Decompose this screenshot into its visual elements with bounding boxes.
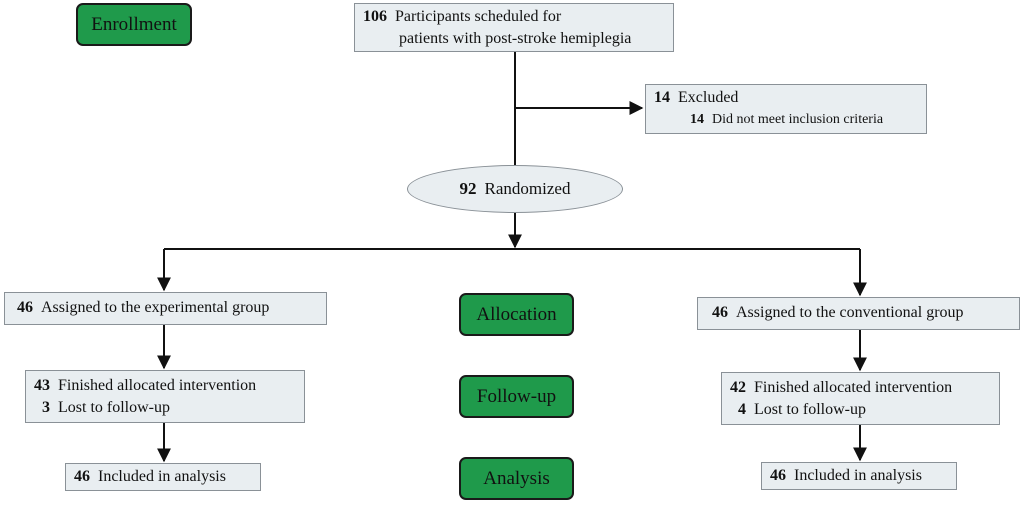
scheduled-text-2: patients with post-stroke hemiplegia [399,30,632,47]
scheduled-count: 106 [363,8,387,25]
excluded-reason-count: 14 [690,112,704,127]
conventional-finished-label: Finished allocated intervention [754,379,953,396]
experimental-lost-line: 3 Lost to follow-up [34,397,296,419]
conventional-finished-count: 42 [730,379,746,396]
conventional-finished-line: 42 Finished allocated intervention [730,377,991,399]
conventional-lost-line: 4 Lost to follow-up [730,399,991,421]
conventional-assigned-count: 46 [712,304,728,321]
randomized-count: 92 [459,179,477,198]
stage-analysis-label: Analysis [483,467,550,489]
conventional-analysis-box: 46 Included in analysis [761,462,957,490]
excluded-count: 14 [654,89,670,106]
scheduled-box: 106 Participants scheduled for patients w… [354,3,674,52]
conventional-followup-box: 42 Finished allocated intervention 4 Lost … [721,372,1000,425]
scheduled-line-1: 106 Participants scheduled for [363,6,665,28]
conventional-assigned-box: 46 Assigned to the conventional group [697,297,1020,330]
experimental-assigned-box: 46 Assigned to the experimental group [4,292,327,325]
stage-enrollment: Enrollment [76,3,192,46]
scheduled-text-1: Participants scheduled for [395,8,562,25]
excluded-line-2: 14 Did not meet inclusion criteria [654,109,918,131]
stage-enrollment-label: Enrollment [91,13,177,35]
experimental-analysis-count: 46 [74,468,90,485]
excluded-reason: Did not meet inclusion criteria [712,112,884,127]
experimental-analysis-box: 46 Included in analysis [65,463,261,491]
excluded-line-1: 14 Excluded [654,87,918,109]
experimental-lost-label: Lost to follow-up [58,399,170,416]
conventional-assigned-label: Assigned to the conventional group [736,304,964,321]
conventional-analysis-label: Included in analysis [794,467,922,484]
conventional-lost-count: 4 [738,401,746,418]
experimental-assigned-count: 46 [17,299,33,316]
experimental-finished-line: 43 Finished allocated intervention [34,375,296,397]
excluded-label: Excluded [678,89,739,106]
experimental-assigned-label: Assigned to the experimental group [41,299,270,316]
randomized-label: Randomized [484,179,571,198]
stage-follow-up-label: Follow-up [476,385,557,407]
conventional-lost-label: Lost to follow-up [754,401,866,418]
experimental-lost-count: 3 [42,399,50,416]
stage-allocation-label: Allocation [476,303,557,325]
experimental-finished-count: 43 [34,377,50,394]
experimental-followup-box: 43 Finished allocated intervention 3 Lost … [25,370,305,423]
randomized-ellipse: 92 Randomized [407,165,623,213]
stage-allocation: Allocation [459,293,574,336]
scheduled-line-2: patients with post-stroke hemiplegia [363,28,665,50]
stage-follow-up: Follow-up [459,375,574,418]
conventional-analysis-count: 46 [770,467,786,484]
stage-analysis: Analysis [459,457,574,500]
experimental-analysis-label: Included in analysis [98,468,226,485]
experimental-finished-label: Finished allocated intervention [58,377,257,394]
